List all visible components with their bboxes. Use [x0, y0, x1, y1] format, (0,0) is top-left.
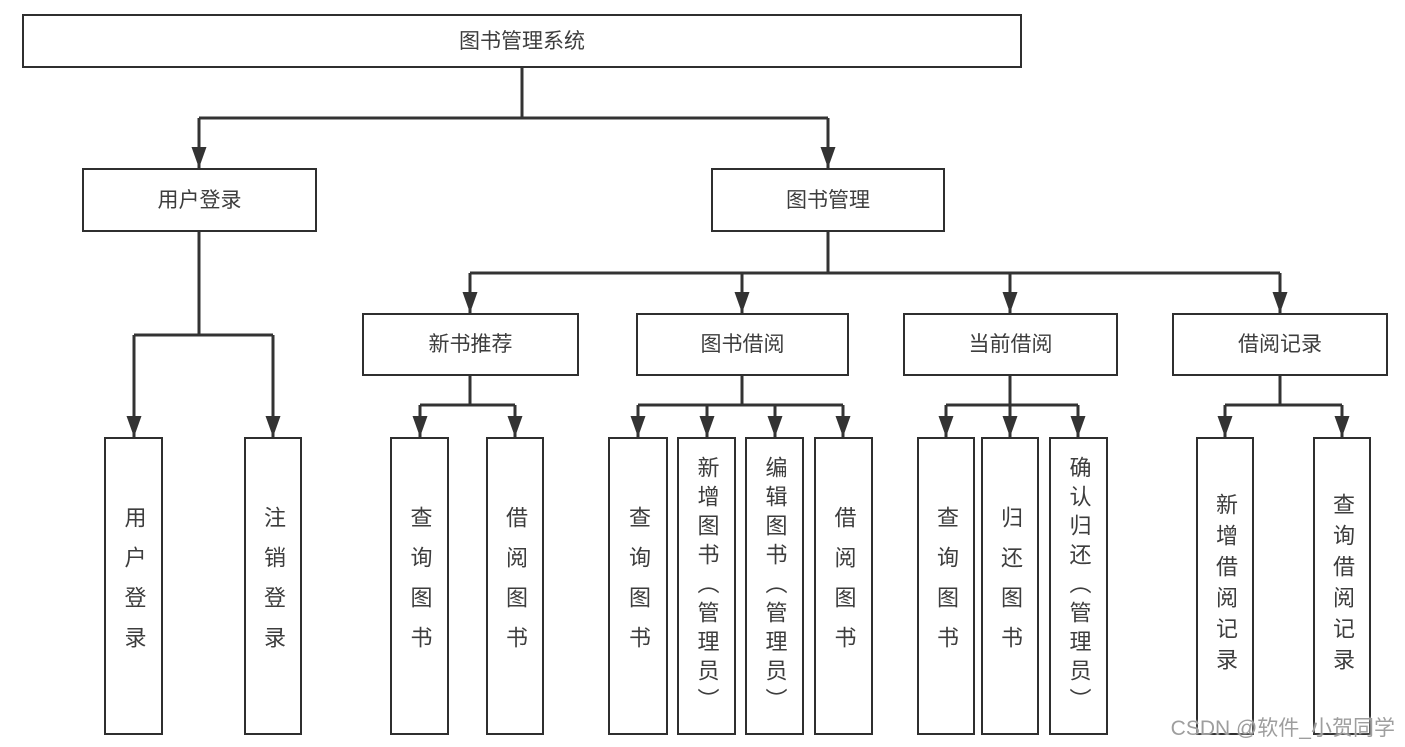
leaf-borrow-book-recommend-label: 借阅图书: [503, 506, 528, 666]
leaf-query-books-current-label: 查询图书: [934, 506, 959, 666]
leaf-query-books-current: 查询图书: [917, 437, 975, 735]
node-borrow-records-label: 借阅记录: [1238, 333, 1322, 356]
leaf-confirm-return-admin: 确认归还（管理员）: [1049, 437, 1108, 735]
leaf-edit-book-admin-label: 编辑图书（管理员）: [762, 455, 788, 717]
node-user-login-label: 用户登录: [157, 188, 242, 212]
node-current-borrow-label: 当前借阅: [968, 333, 1053, 356]
leaf-query-books-recommend: 查询图书: [390, 437, 449, 735]
leaf-query-borrow-record-label: 查询借阅记录: [1330, 493, 1355, 679]
node-book-management-label: 图书管理: [786, 188, 870, 212]
leaf-logout: 注销登录: [244, 437, 302, 735]
leaf-query-borrow-record: 查询借阅记录: [1313, 437, 1371, 735]
node-library-system: 图书管理系统: [22, 14, 1022, 68]
leaf-add-book-admin: 新增图书（管理员）: [677, 437, 736, 735]
leaf-return-book: 归还图书: [981, 437, 1039, 735]
node-book-borrow-label: 图书借阅: [700, 333, 785, 356]
leaf-add-borrow-record: 新增借阅记录: [1196, 437, 1254, 735]
node-borrow-records: 借阅记录: [1172, 313, 1388, 376]
node-new-book-recommend-label: 新书推荐: [428, 333, 513, 356]
node-book-management: 图书管理: [711, 168, 945, 232]
leaf-add-book-admin-label: 新增图书（管理员）: [694, 455, 720, 717]
leaf-user-login: 用户登录: [104, 437, 163, 735]
node-book-borrow: 图书借阅: [636, 313, 849, 376]
leaf-query-books-borrow: 查询图书: [608, 437, 668, 735]
leaf-borrow-book-label: 借阅图书: [831, 506, 857, 666]
leaf-borrow-book-recommend: 借阅图书: [486, 437, 544, 735]
leaf-add-borrow-record-label: 新增借阅记录: [1213, 493, 1238, 679]
node-current-borrow: 当前借阅: [903, 313, 1118, 376]
leaf-query-books-recommend-label: 查询图书: [407, 506, 433, 666]
watermark: CSDN @软件_小贺同学: [1170, 717, 1395, 740]
leaf-logout-label: 注销登录: [261, 506, 286, 666]
leaf-query-books-borrow-label: 查询图书: [626, 506, 651, 666]
leaf-return-book-label: 归还图书: [998, 506, 1023, 666]
leaf-user-login-label: 用户登录: [121, 506, 147, 666]
leaf-borrow-book: 借阅图书: [814, 437, 873, 735]
node-library-system-label: 图书管理系统: [459, 29, 585, 53]
node-new-book-recommend: 新书推荐: [362, 313, 579, 376]
node-user-login: 用户登录: [82, 168, 317, 232]
leaf-confirm-return-admin-label: 确认归还（管理员）: [1066, 455, 1092, 717]
leaf-edit-book-admin: 编辑图书（管理员）: [745, 437, 804, 735]
